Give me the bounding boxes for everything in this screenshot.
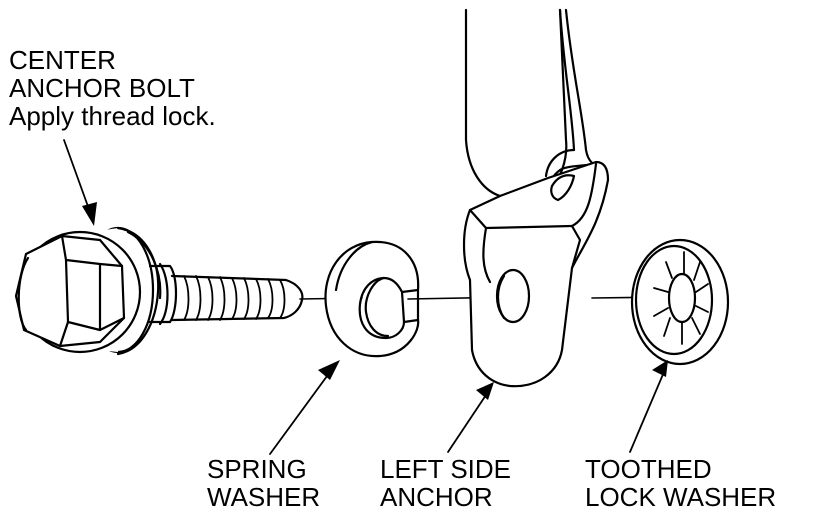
center-anchor-bolt: [14, 226, 304, 356]
left-side-anchor-label-line1: LEFT SIDE: [380, 454, 512, 484]
left-side-anchor-label-line2: ANCHOR: [380, 482, 493, 512]
center-anchor-bolt-label: CENTER ANCHOR BOLT Apply thread lock.: [9, 46, 216, 130]
spring-washer-label: SPRING WASHER: [207, 455, 320, 511]
left-side-anchor-label: LEFT SIDE ANCHOR: [380, 455, 511, 511]
toothed-lock-washer-label-line1: TOOTHED: [585, 454, 712, 484]
spring-washer: [324, 240, 420, 358]
toothed-lock-washer-label-line2: LOCK WASHER: [585, 482, 777, 512]
center-anchor-bolt-label-line1: CENTER: [9, 45, 116, 75]
washer-teeth: [653, 251, 709, 345]
left-side-anchor: [462, 8, 610, 388]
center-anchor-bolt-label-line2: ANCHOR BOLT: [9, 73, 195, 103]
spring-washer-label-line2: WASHER: [207, 482, 321, 512]
spring-washer-label-line1: SPRING: [207, 454, 307, 484]
leader-arrows: [63, 139, 665, 455]
toothed-lock-washer: [630, 238, 730, 366]
toothed-lock-washer-label: TOOTHED LOCK WASHER: [585, 455, 776, 511]
arrowheads: [82, 202, 668, 400]
thread-lock-note: Apply thread lock.: [9, 101, 216, 131]
bolt-thread-lines: [183, 275, 286, 321]
